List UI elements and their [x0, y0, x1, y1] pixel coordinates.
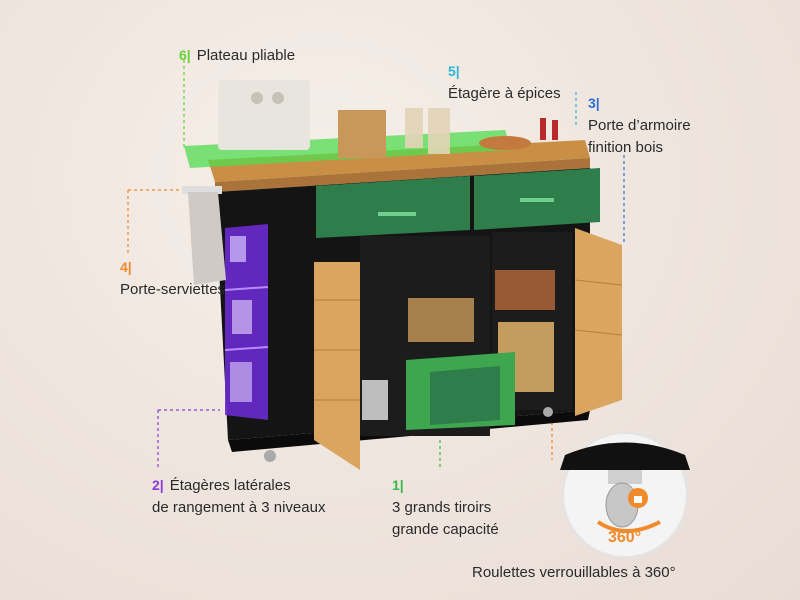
callout-label-line2: finition bois [588, 139, 664, 156]
callout-number: 1| [392, 477, 404, 493]
callout-label-line2: de rangement à 3 niveaux [152, 499, 326, 516]
callout-label-line1: 3 grands tiroirs [392, 499, 492, 516]
wheel-zoom [560, 432, 690, 558]
callout-towel-rack: 4| Porte-serviettes [120, 256, 225, 301]
callout-drawers: 1| 3 grands tiroirs grande capacité [392, 474, 499, 541]
callout-cabinet-door: 3| Porte d’armoire finition bois [588, 92, 691, 159]
rotate-arrow-icon [596, 520, 661, 533]
callout-number: 5| [448, 63, 460, 79]
callout-number: 4| [120, 259, 132, 275]
callout-label: Porte-serviettes [120, 281, 226, 298]
callout-folding-plate: 6| Plateau pliable [179, 44, 295, 67]
guide-lines [127, 60, 625, 470]
callout-number: 3| [588, 95, 600, 111]
side-shelves [224, 224, 269, 420]
callout-label-line1: Porte d’armoire [588, 117, 691, 134]
rotation-badge: 360° [608, 529, 642, 546]
callout-label: Plateau pliable [196, 47, 296, 64]
callout-number: 2| [152, 477, 164, 493]
bottom-drawer [406, 352, 515, 430]
towel [182, 186, 226, 285]
countertop-items [218, 80, 558, 158]
callout-label-line1: Étagères latérales [169, 477, 291, 494]
callout-spice-rack: 5| Étagère à épices [448, 60, 561, 105]
wooden-doors [314, 228, 623, 470]
callout-side-shelves: 2| Étagères latérales de rangement à 3 ni… [152, 474, 325, 519]
callout-label: Étagère à épices [448, 85, 561, 102]
top-drawers [316, 168, 600, 238]
callout-label-line2: grande capacité [392, 521, 499, 538]
wheels [264, 407, 553, 462]
callout-wheels: Roulettes verrouillables à 360° [472, 564, 676, 581]
inner-shelves [360, 232, 572, 436]
callout-number: 6| [179, 47, 191, 63]
